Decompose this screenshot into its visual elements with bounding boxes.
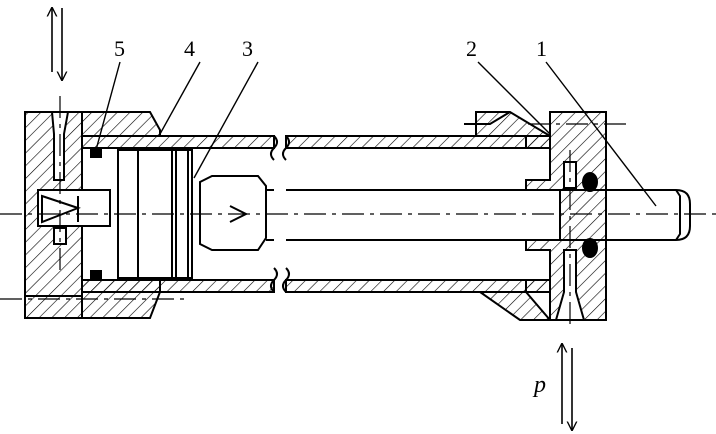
center-lines [0,96,716,330]
front-end-cap-2 [464,111,607,321]
flow-arrows [52,8,572,430]
seal-5-upper [90,148,102,158]
piston-rod-1 [266,189,691,241]
label-part-4: 4 [184,36,195,61]
label-pressure-p: p [532,372,546,398]
label-part-2: 2 [466,36,477,61]
label-part-5: 5 [114,36,125,61]
label-part-1: 1 [536,36,547,61]
leader-lines [95,61,657,207]
seal-5-lower [90,270,102,280]
label-part-3: 3 [242,36,253,61]
